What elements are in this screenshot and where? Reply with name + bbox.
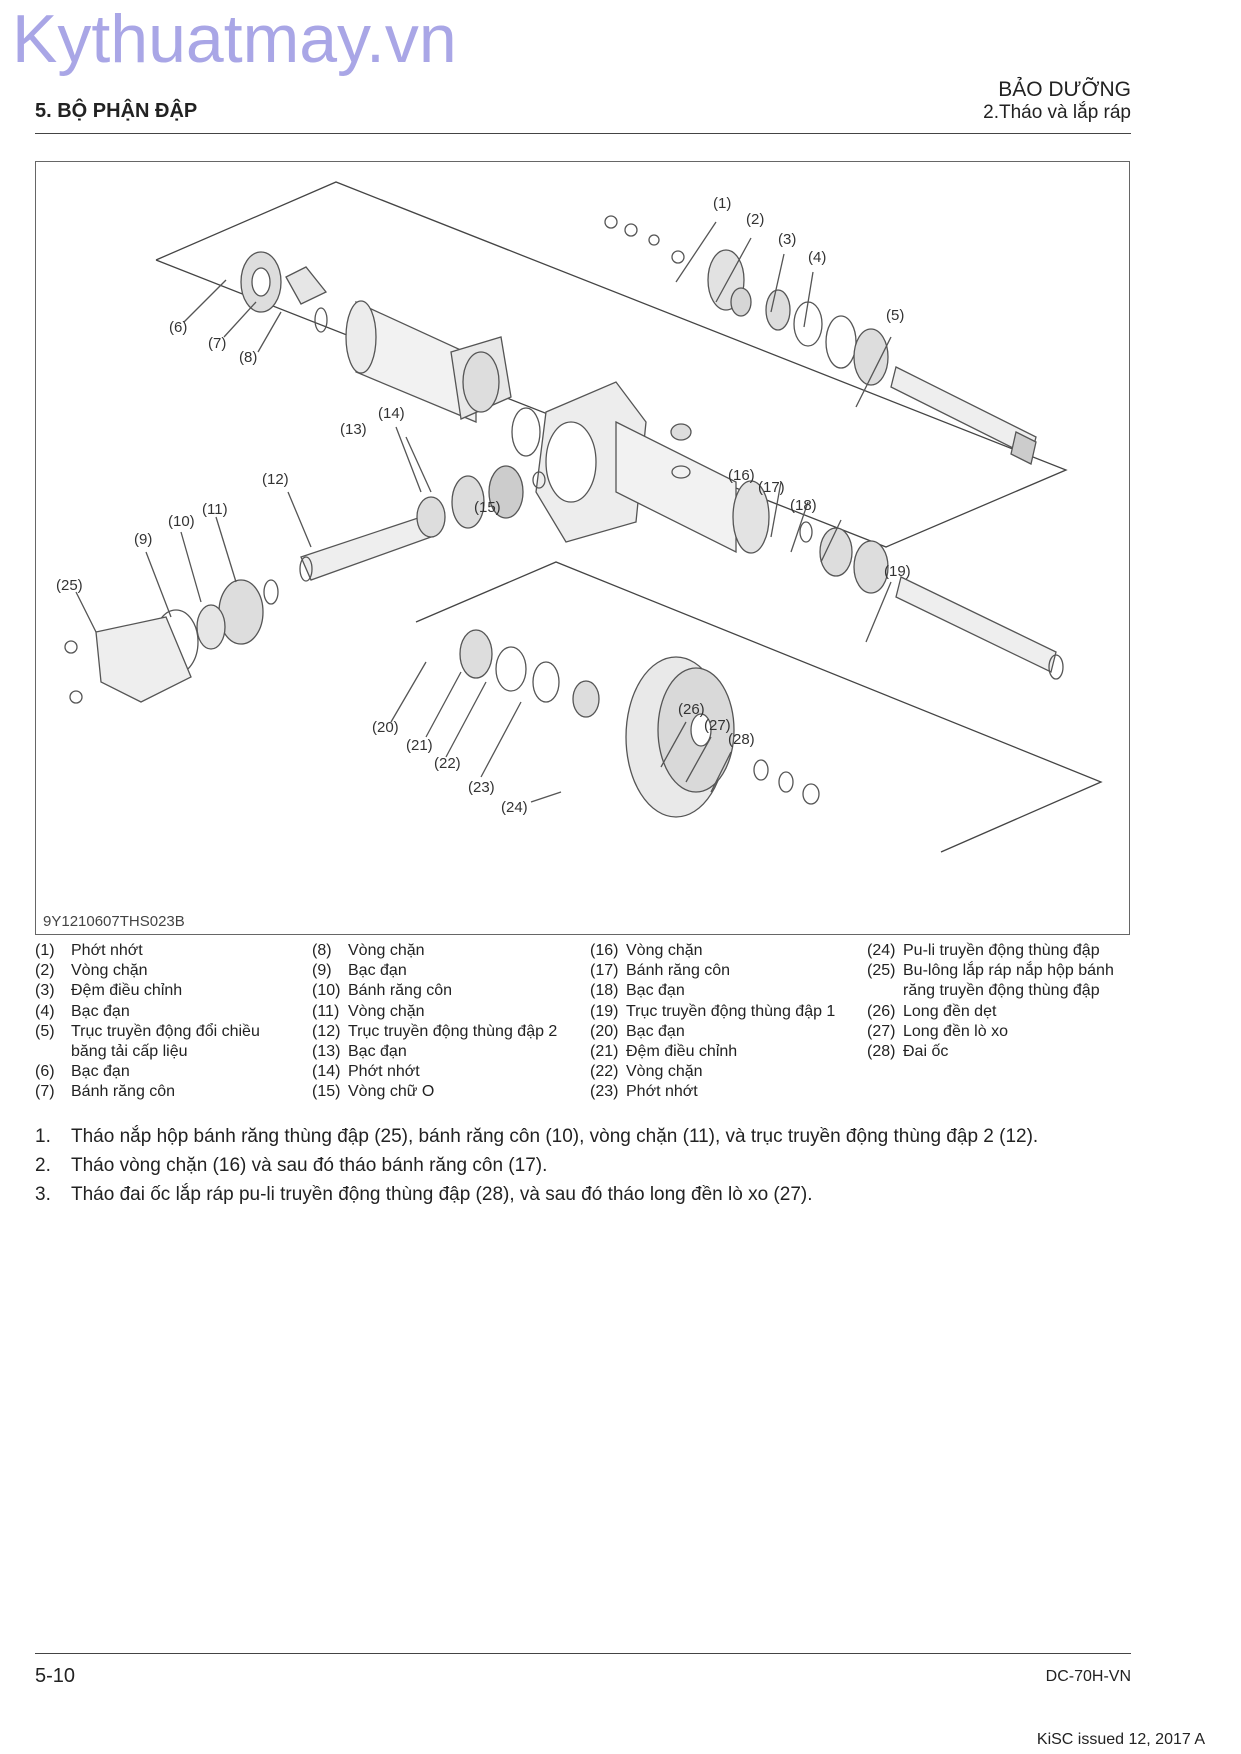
legend-item: (12)Trục truyền động thùng đập 2 bbox=[312, 1022, 558, 1040]
legend-column-3: (16)Vòng chặn (17)Bánh răng côn (18)Bạc … bbox=[590, 941, 865, 1103]
callout-17: (17) bbox=[758, 479, 785, 496]
callout-21: (21) bbox=[406, 737, 433, 754]
callout-7: (7) bbox=[208, 335, 226, 352]
exploded-diagram: (1) (2) (3) (4) (5) (6) (7) (8) (9) (10)… bbox=[35, 161, 1130, 935]
callout-8: (8) bbox=[239, 349, 257, 366]
legend-column-2: (8)Vòng chặn (9)Bạc đạn (10)Bánh răng cô… bbox=[312, 941, 582, 1103]
header-rule bbox=[35, 133, 1131, 134]
legend-item-continuation: băng tải cấp liệu bbox=[71, 1043, 188, 1061]
legend-item: (1)Phớt nhớt bbox=[35, 942, 143, 959]
callout-27: (27) bbox=[704, 717, 731, 734]
legend-column-1: (1)Phớt nhớt (2)Vòng chặn (3)Đệm điều ch… bbox=[35, 941, 305, 1103]
legend-item: (9)Bạc đạn bbox=[312, 962, 407, 980]
legend-item: (23)Phớt nhớt bbox=[590, 1083, 698, 1101]
callout-5: (5) bbox=[886, 307, 904, 324]
legend-column-4: (24)Pu-li truyền động thùng đập (25)Bu-l… bbox=[867, 941, 1137, 1062]
callout-14: (14) bbox=[378, 405, 405, 422]
legend-item: (10)Bánh răng côn bbox=[312, 982, 453, 1000]
legend-item: (27)Long đền lò xo bbox=[867, 1022, 1008, 1040]
callout-23: (23) bbox=[468, 779, 495, 796]
callout-13: (13) bbox=[340, 421, 367, 438]
callout-11: (11) bbox=[202, 501, 228, 518]
chapter-title: BẢO DƯỠNG bbox=[998, 78, 1131, 101]
callout-16: (16) bbox=[728, 467, 755, 484]
figure-id: 9Y1210607THS023B bbox=[43, 913, 185, 930]
step-3: 3.Tháo đai ốc lắp ráp pu-li truyền động … bbox=[35, 1184, 813, 1205]
callout-9: (9) bbox=[134, 531, 152, 548]
subsection-title: 2.Tháo và lắp ráp bbox=[983, 102, 1131, 123]
callout-24: (24) bbox=[501, 799, 528, 816]
legend-item: (17)Bánh răng côn bbox=[590, 962, 731, 980]
callout-28: (28) bbox=[728, 731, 755, 748]
section-title: 5. BỘ PHẬN ĐẬP bbox=[35, 100, 198, 122]
legend-item: (13)Bạc đạn bbox=[312, 1043, 407, 1061]
legend-item: (15)Vòng chữ O bbox=[312, 1083, 435, 1101]
legend-item: (24)Pu-li truyền động thùng đập bbox=[867, 942, 1100, 959]
callout-15: (15) bbox=[474, 499, 501, 516]
callout-22: (22) bbox=[434, 755, 461, 772]
callout-6: (6) bbox=[169, 319, 187, 336]
legend-item: (4)Bạc đạn bbox=[35, 1002, 130, 1020]
issue-note: KiSC issued 12, 2017 A bbox=[1036, 1731, 1205, 1748]
legend-item: (19)Trục truyền động thùng đập 1 bbox=[590, 1002, 836, 1020]
callout-25: (25) bbox=[56, 577, 83, 594]
step-2: 2.Tháo vòng chặn (16) và sau đó tháo bán… bbox=[35, 1155, 548, 1176]
legend-item: (26)Long đền dẹt bbox=[867, 1002, 997, 1020]
callout-4: (4) bbox=[808, 249, 826, 266]
legend-item: (18)Bạc đạn bbox=[590, 982, 685, 1000]
legend-item: (2)Vòng chặn bbox=[35, 962, 148, 980]
legend-item: (28)Đai ốc bbox=[867, 1043, 949, 1061]
callout-3: (3) bbox=[778, 231, 796, 248]
watermark: Kythuatmay.vn bbox=[12, 1, 457, 77]
diagram-svg: (1) (2) (3) (4) (5) (6) (7) (8) (9) (10)… bbox=[56, 181, 1103, 853]
legend-item: (11)Vòng chặn bbox=[312, 1002, 425, 1020]
legend-item: (8)Vòng chặn bbox=[312, 942, 425, 959]
legend-item: (7)Bánh răng côn bbox=[35, 1083, 176, 1101]
callout-20: (20) bbox=[372, 719, 399, 736]
callout-18: (18) bbox=[790, 497, 817, 514]
legend-item: (14)Phớt nhớt bbox=[312, 1063, 420, 1081]
callout-12: (12) bbox=[262, 471, 289, 488]
callout-26: (26) bbox=[678, 701, 705, 718]
procedure-steps: 1.Tháo nắp hộp bánh răng thùng đập (25),… bbox=[35, 1124, 1131, 1211]
legend-item: (20)Bạc đạn bbox=[590, 1022, 685, 1040]
legend-item: (3)Đệm điều chỉnh bbox=[35, 982, 183, 1000]
legend-item: (21)Đệm điều chỉnh bbox=[590, 1043, 738, 1061]
page-number: 5-10 bbox=[35, 1665, 76, 1687]
legend-item: (22)Vòng chặn bbox=[590, 1063, 703, 1081]
model-code: DC-70H-VN bbox=[1045, 1668, 1131, 1685]
legend-item: (16)Vòng chặn bbox=[590, 942, 703, 959]
step-1: 1.Tháo nắp hộp bánh răng thùng đập (25),… bbox=[35, 1126, 1039, 1147]
legend-item-continuation: răng truyền động thùng đập bbox=[903, 982, 1100, 1000]
legend-item: (6)Bạc đạn bbox=[35, 1063, 130, 1081]
legend-item: (25)Bu-lông lắp ráp nắp hộp bánh bbox=[867, 962, 1114, 980]
callout-19: (19) bbox=[884, 563, 911, 580]
callout-1: (1) bbox=[713, 195, 731, 212]
callout-2: (2) bbox=[746, 211, 764, 228]
callout-10: (10) bbox=[168, 513, 195, 530]
legend-item: (5)Trục truyền động đổi chiều bbox=[35, 1022, 260, 1040]
footer-rule bbox=[35, 1653, 1131, 1654]
